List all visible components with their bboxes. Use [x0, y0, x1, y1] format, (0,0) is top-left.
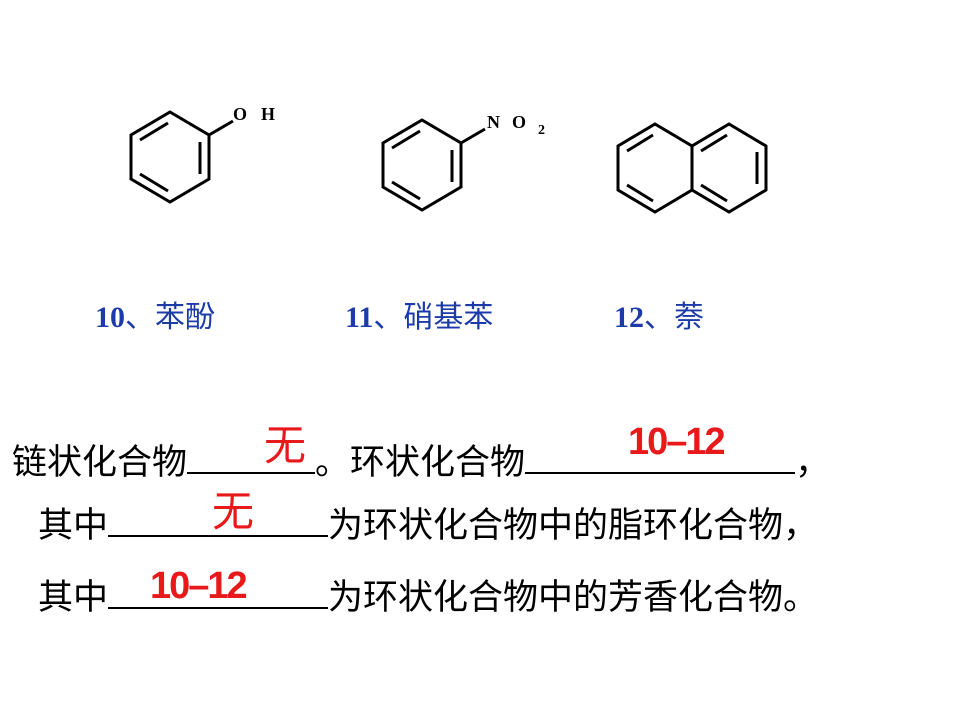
chain-compound-text: 链状化合物	[12, 443, 188, 483]
phenol-ring-drawing: O H	[129, 104, 275, 204]
nitro-group-o: O	[512, 112, 526, 132]
label-name: 萘	[674, 301, 704, 334]
label-nitrobenzene: 11、硝基苯	[345, 292, 493, 336]
answer-alicyclic: 无	[212, 487, 255, 536]
nitro-group-subscript: 2	[538, 123, 545, 138]
nitrobenzene-structure: N O 2	[372, 100, 562, 220]
question-line-3: 其中 为环状化合物中的芳香化合物。	[38, 569, 818, 620]
label-number: 12	[614, 301, 644, 334]
nitrobenzene-ring-drawing: N O 2	[381, 112, 545, 212]
phenol-structure: O H	[120, 95, 290, 215]
label-separator: 、	[125, 301, 155, 334]
label-name: 硝基苯	[403, 301, 494, 334]
question-line-1: 链状化合物 。环状化合物 ，	[12, 434, 830, 485]
aromatic-text: 为环状化合物中的芳香化合物。	[328, 578, 819, 618]
label-separator: 、	[644, 301, 674, 334]
line2-comma: ，	[783, 506, 819, 546]
phenol-group-h: H	[261, 104, 275, 124]
label-number: 10	[95, 301, 125, 334]
label-phenol: 10、苯酚	[95, 292, 215, 336]
cyclic-compound-text: 。环状化合物	[315, 443, 526, 483]
alicyclic-text: 为环状化合物中的脂环化合物	[328, 506, 784, 546]
answer-chain: 无	[264, 421, 307, 470]
label-number: 11	[345, 301, 374, 334]
alicyclic-blank	[108, 501, 329, 537]
phenol-group-o: O	[233, 104, 247, 124]
line1-comma: ，	[795, 443, 831, 483]
label-separator: 、	[373, 301, 404, 334]
cyclic-compound-blank	[525, 438, 796, 474]
line3-lead: 其中	[38, 578, 109, 618]
naphthalene-ring-drawing	[616, 122, 768, 214]
answer-aromatic: 10–12	[150, 565, 248, 607]
label-naphthalene: 12、萘	[614, 292, 704, 336]
label-name: 苯酚	[155, 301, 215, 334]
chain-compound-blank	[187, 438, 316, 474]
line2-lead: 其中	[38, 506, 109, 546]
answer-cyclic: 10–12	[628, 421, 726, 463]
nitro-group-n: N	[487, 112, 500, 132]
question-line-2: 其中 为环状化合物中的脂环化合物，	[38, 497, 818, 548]
naphthalene-structure	[600, 110, 790, 230]
aromatic-blank	[108, 573, 329, 609]
